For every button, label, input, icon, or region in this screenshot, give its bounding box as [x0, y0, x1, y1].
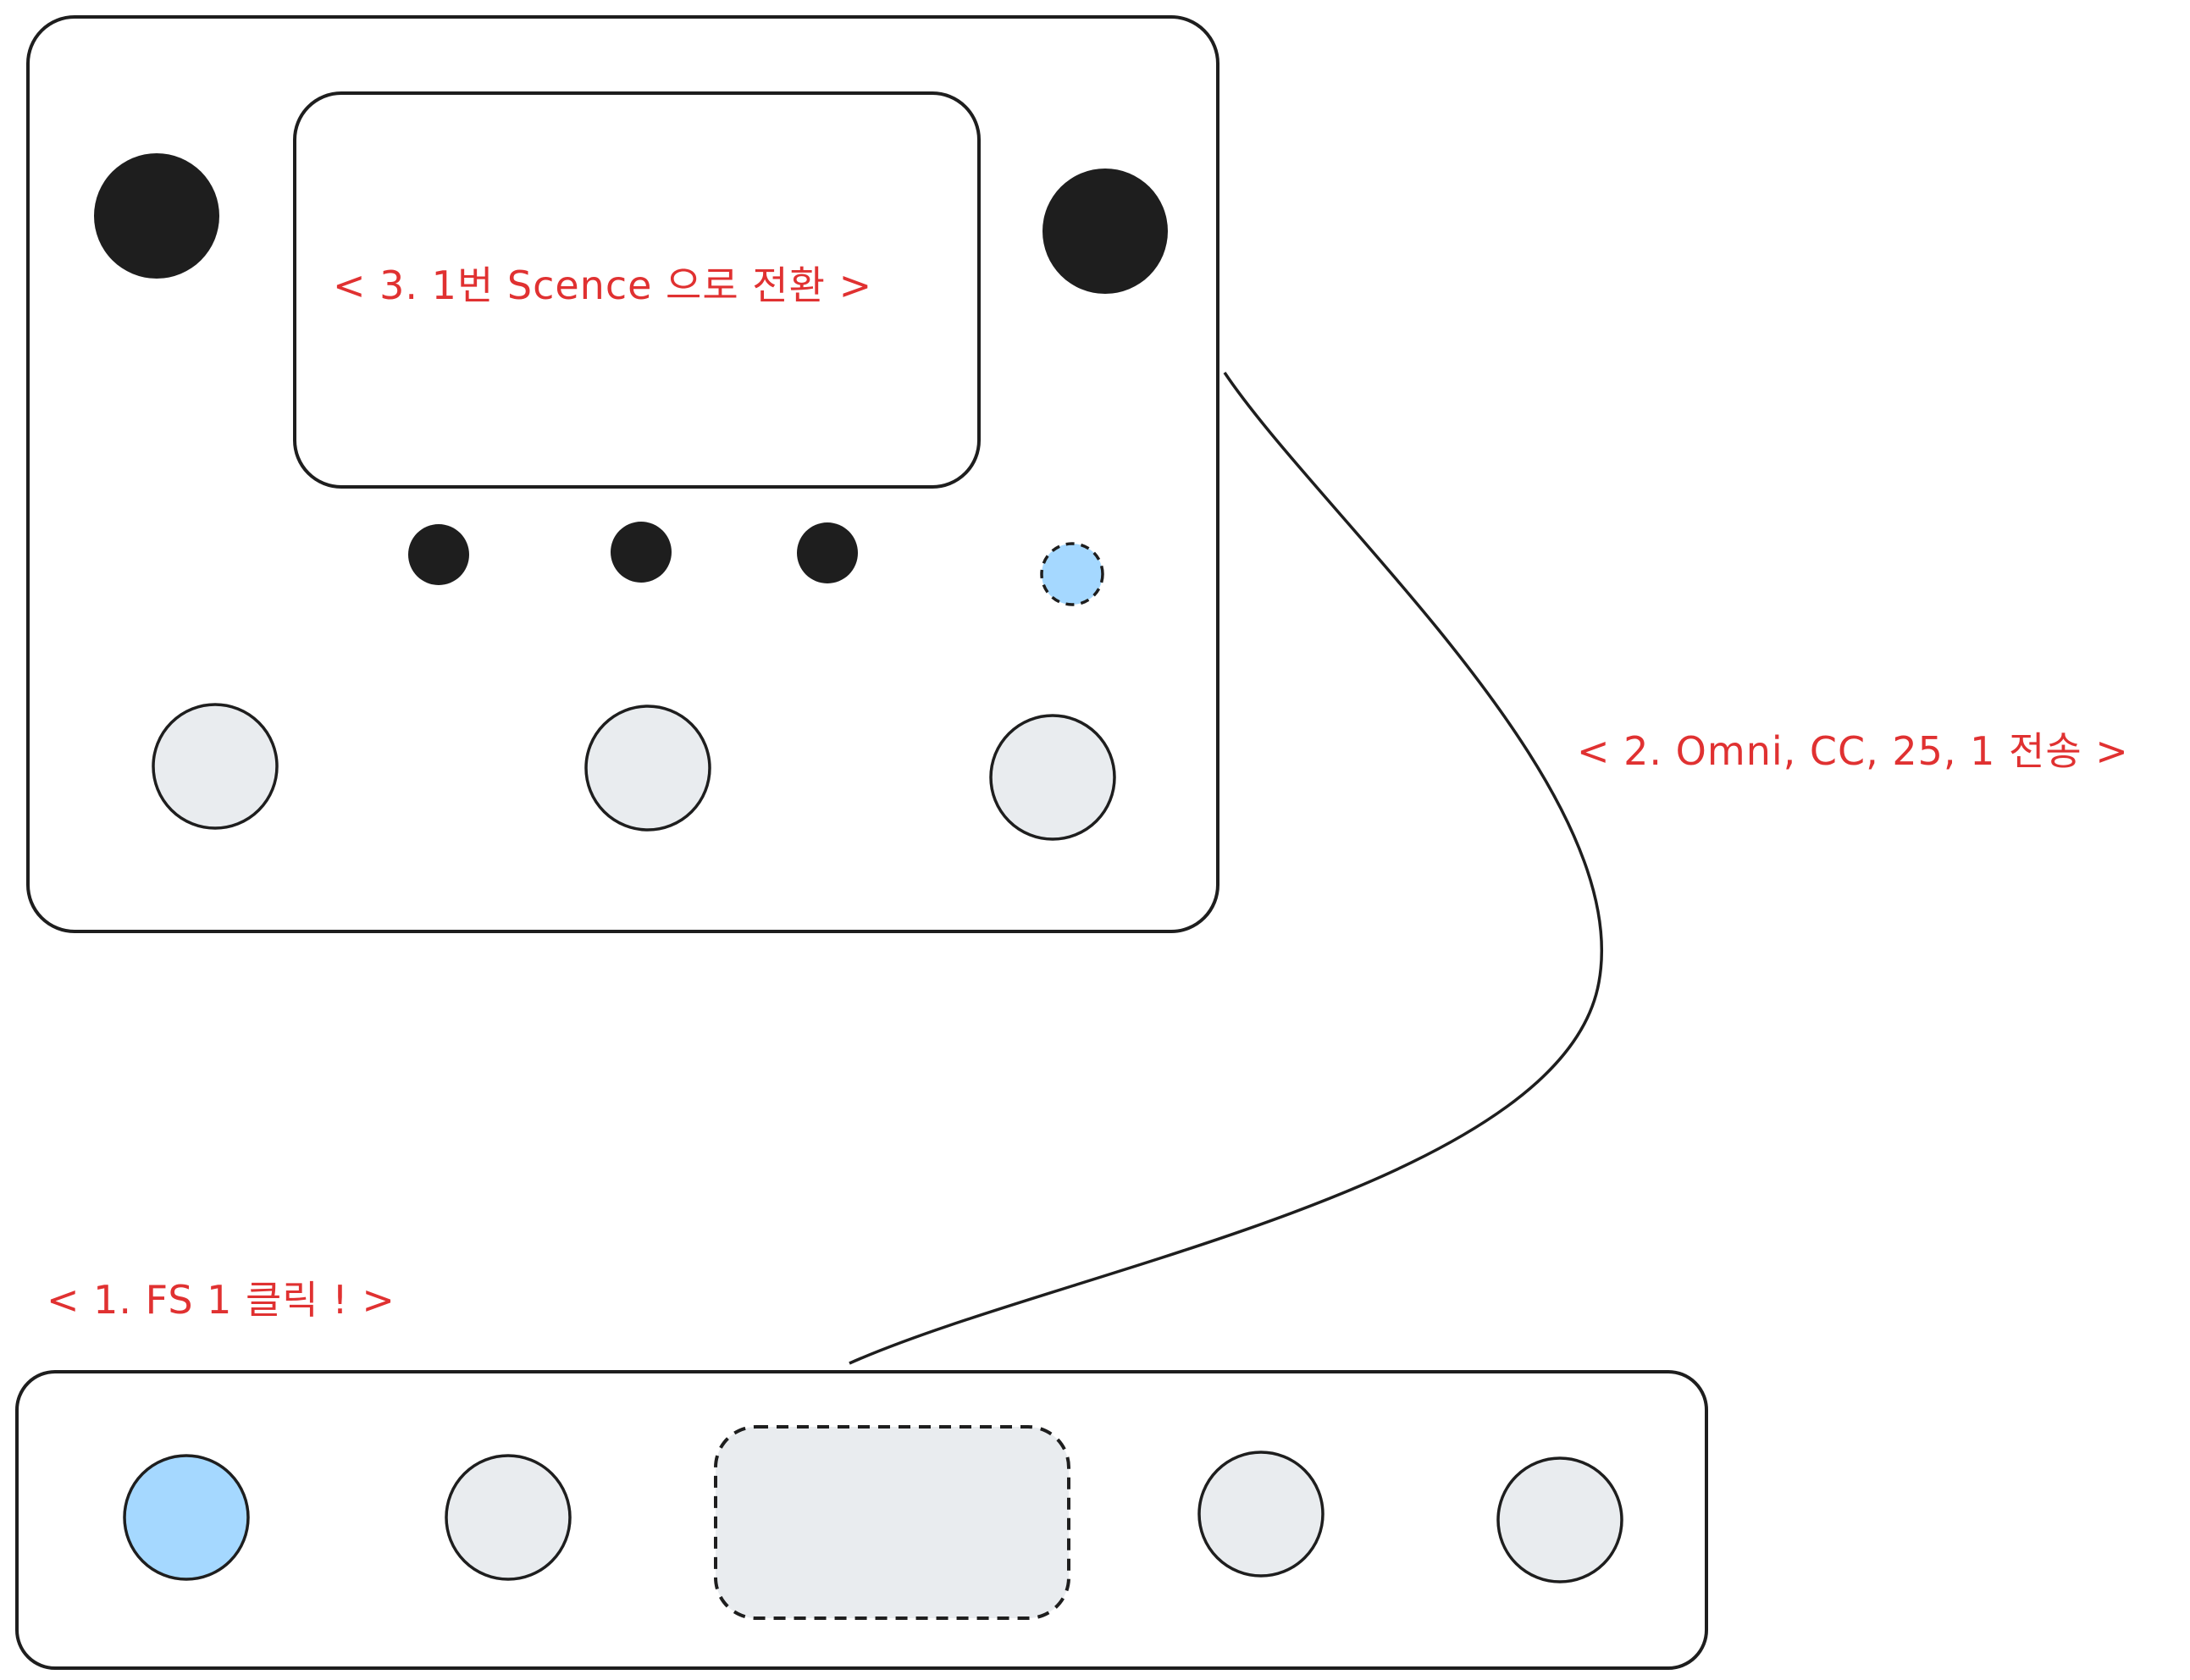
controller-fs-4[interactable] — [1496, 1456, 1623, 1583]
controller-display — [714, 1425, 1070, 1620]
multi-effect-screen — [293, 91, 981, 489]
multi-effect-footswitch-2[interactable] — [584, 705, 711, 832]
controller-fs-3[interactable] — [1197, 1451, 1325, 1578]
controller-fs-2[interactable] — [445, 1454, 572, 1581]
knob-left-icon[interactable] — [94, 153, 219, 279]
multi-effect-footswitch-1[interactable] — [152, 703, 279, 830]
step1-annotation: < 1. FS 1 클릭 ! > — [47, 1277, 395, 1323]
midi-indicator-led — [1040, 542, 1104, 606]
multi-effect-footswitch-3[interactable] — [989, 714, 1116, 841]
step2-annotation: < 2. Omni, CC, 25, 1 전송 > — [1577, 728, 2129, 774]
multi-effect-device — [26, 15, 1219, 933]
step3-annotation: < 3. 1번 Scence 으로 전환 > — [333, 262, 873, 308]
small-button-1[interactable] — [408, 524, 469, 585]
small-button-3[interactable] — [797, 522, 858, 583]
midi-controller-device — [15, 1370, 1708, 1670]
controller-fs-1[interactable] — [123, 1454, 250, 1581]
midi-cable — [849, 372, 1603, 1365]
knob-right-icon[interactable] — [1042, 169, 1168, 294]
small-button-2[interactable] — [611, 522, 672, 583]
